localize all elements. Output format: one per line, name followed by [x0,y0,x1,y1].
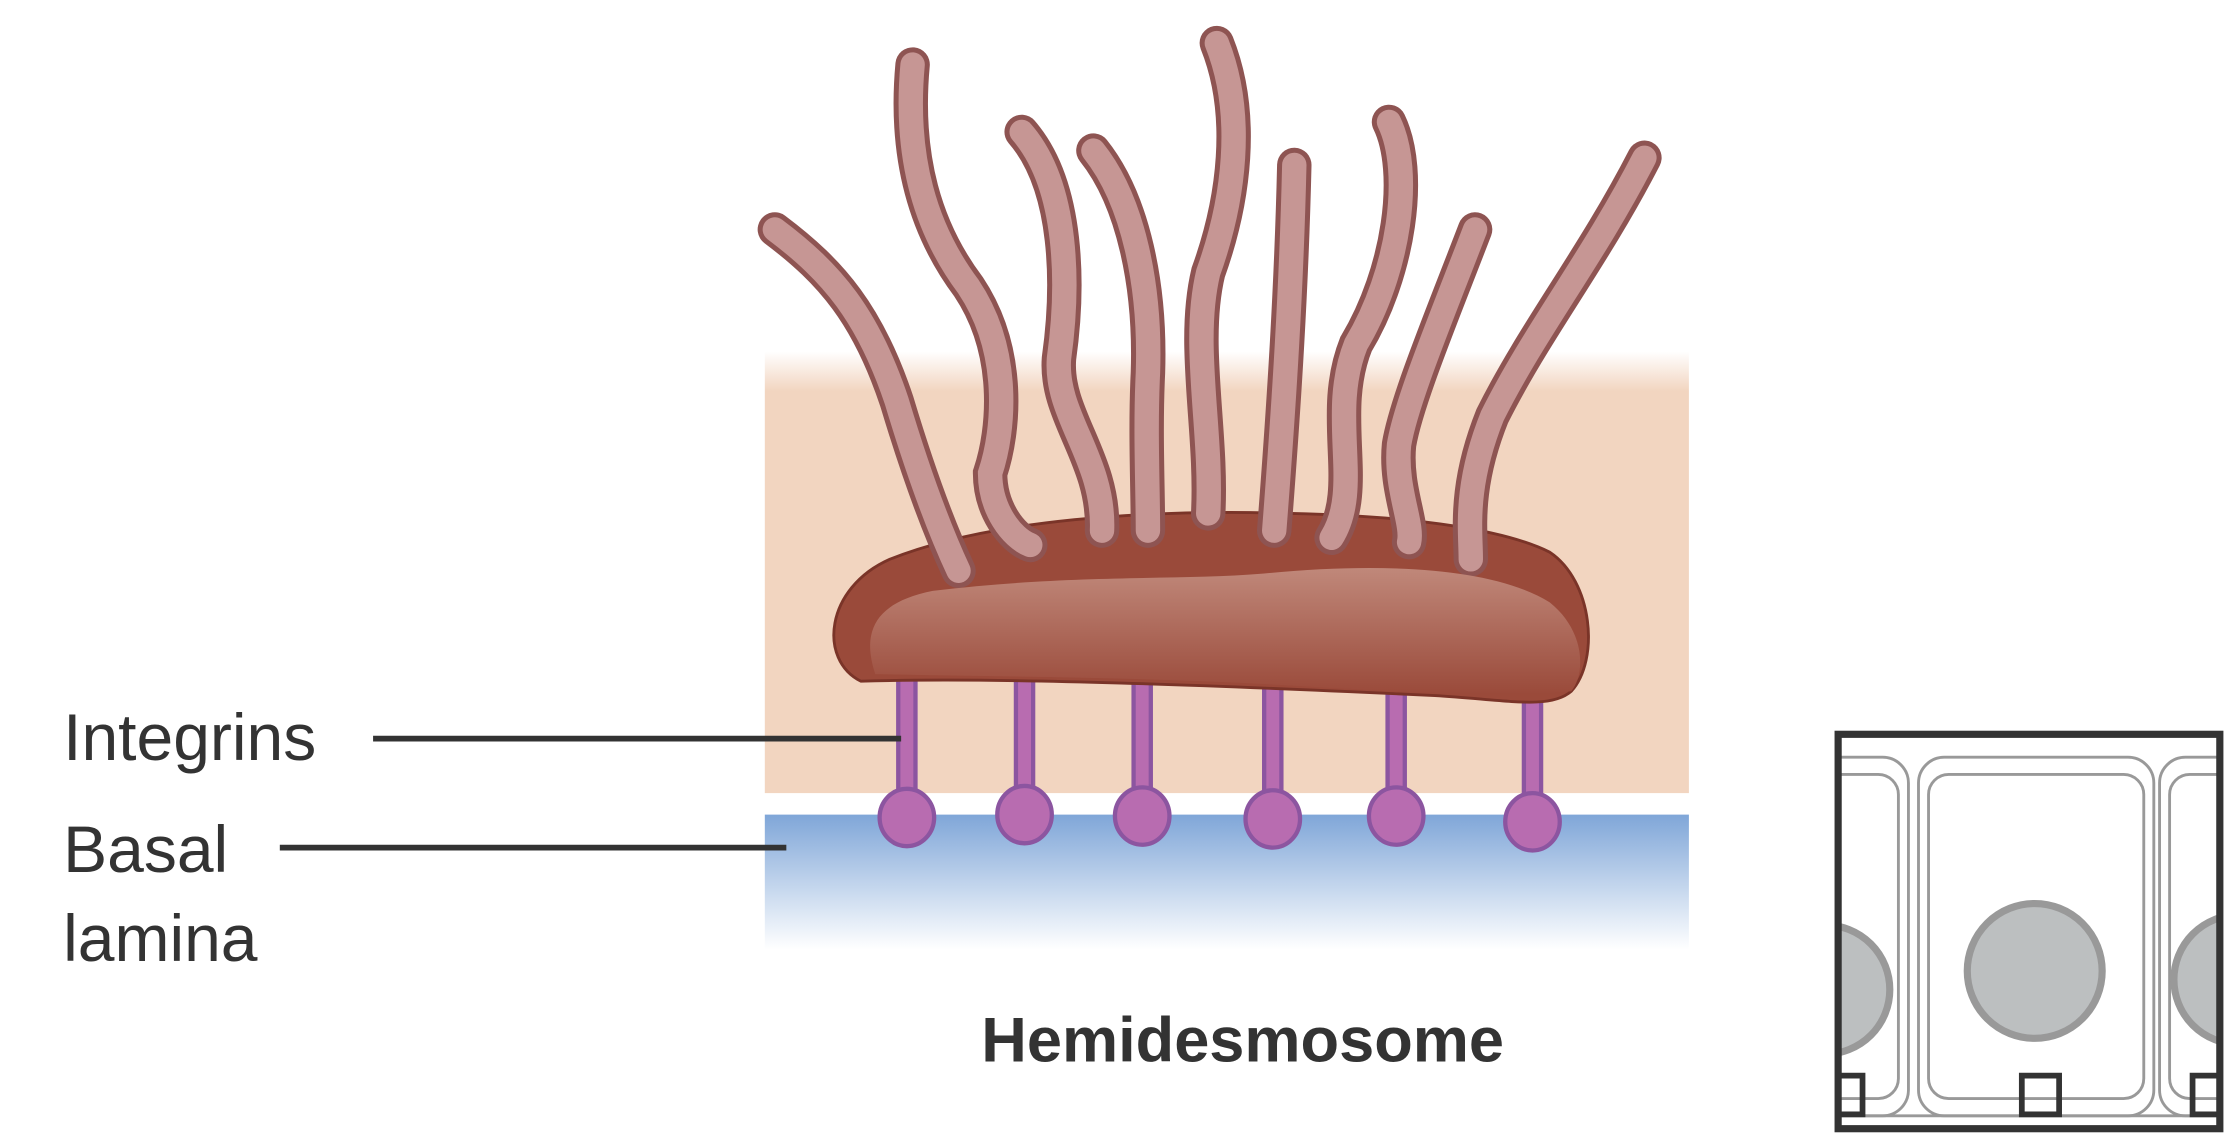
basal-lamina-label-line2: lamina [63,901,258,975]
integrin [1112,671,1172,847]
integrin [1243,671,1303,850]
plaque-front [870,568,1581,695]
intermediate-filaments [757,25,1662,589]
integrin [1503,671,1562,853]
epithelial-cells-inset-icon [1834,730,2224,1133]
integrin [995,671,1054,846]
diagram-title: Hemidesmosome [981,1005,1504,1075]
integrins [877,671,1562,853]
integrins-label: Integrins [63,700,316,774]
basal-lamina-label-line1: Basal [63,812,228,886]
